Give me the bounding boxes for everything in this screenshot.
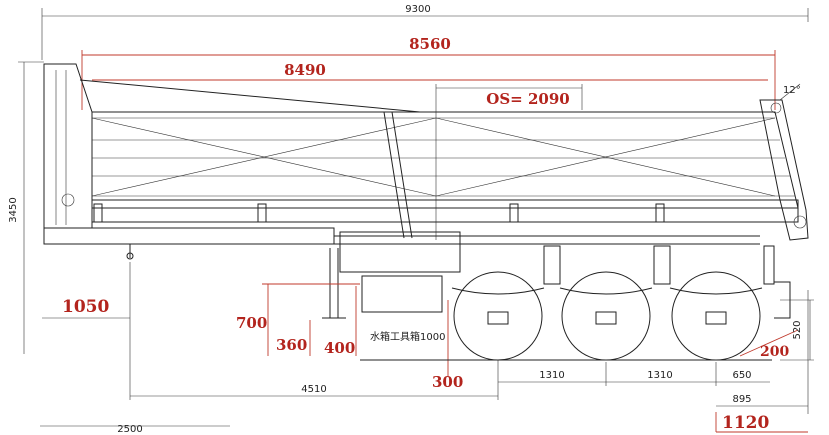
os-label: OS= 2090 — [486, 90, 569, 108]
bumper-offset-label: 200 — [760, 344, 789, 360]
toolbox-offset-label: 400 — [324, 339, 355, 357]
dim-body-length: 8560 — [81, 35, 776, 110]
front-wall — [43, 63, 421, 229]
toolbox-label: 水箱工具箱1000 — [370, 330, 445, 343]
dim-bumper-height: 520 — [780, 299, 814, 361]
dim-kingpin-axle: 4510 — [130, 360, 499, 400]
body-length-label: 8560 — [409, 35, 451, 53]
dim-toolbox-gap: 300 — [432, 300, 463, 391]
kingpin-axle-label: 4510 — [301, 384, 326, 395]
rear-gate — [759, 99, 809, 241]
wheel-1 — [453, 271, 543, 361]
chassis — [43, 227, 760, 273]
dim-kingpin-height: 700 — [236, 283, 360, 356]
overall-height-label: 3450 — [8, 197, 19, 222]
rear-overhang-label: 895 — [732, 394, 751, 405]
rear-bumper — [774, 281, 791, 319]
axle-spacing-1-label: 1310 — [539, 370, 564, 381]
dim-rear-width: 1120 — [715, 412, 808, 433]
bumper-offset-leader — [739, 329, 799, 357]
bumper-height-label: 520 — [792, 320, 803, 339]
dump-body — [91, 111, 799, 223]
dim-os: OS= 2090 — [435, 84, 583, 240]
toolbox-gap-label: 300 — [432, 373, 463, 391]
kingpin-height-label: 700 — [236, 314, 267, 332]
dim-inner-length: 8490 — [92, 61, 768, 81]
leg-height-label: 360 — [276, 336, 307, 354]
dim-rear-overhang: 895 — [716, 290, 809, 414]
dim-overall-height: 3450 — [8, 61, 44, 354]
dim-overall-length: 9300 — [41, 4, 809, 60]
bottom-dim-label: 2500 — [117, 424, 142, 435]
dim-toolbox-offset: 400 — [324, 286, 357, 357]
hydraulic-cylinder — [383, 111, 405, 239]
wheel-2 — [561, 271, 651, 361]
front-overhang-label: 1050 — [62, 297, 109, 317]
overall-length-label: 9300 — [405, 4, 430, 15]
rear-axle-offset-label: 650 — [732, 370, 751, 381]
wheel-set — [451, 245, 775, 361]
wheel-3 — [671, 271, 761, 361]
axle-spacing-2-label: 1310 — [647, 370, 672, 381]
rear-width-label: 1120 — [722, 413, 769, 433]
dim-axle-spacing: 1310 1310 650 — [498, 362, 770, 386]
inner-length-label: 8490 — [284, 61, 326, 79]
dim-leg-height: 360 — [276, 320, 311, 356]
landing-gear — [322, 248, 443, 319]
dim-front-overhang: 1050 — [42, 262, 131, 400]
